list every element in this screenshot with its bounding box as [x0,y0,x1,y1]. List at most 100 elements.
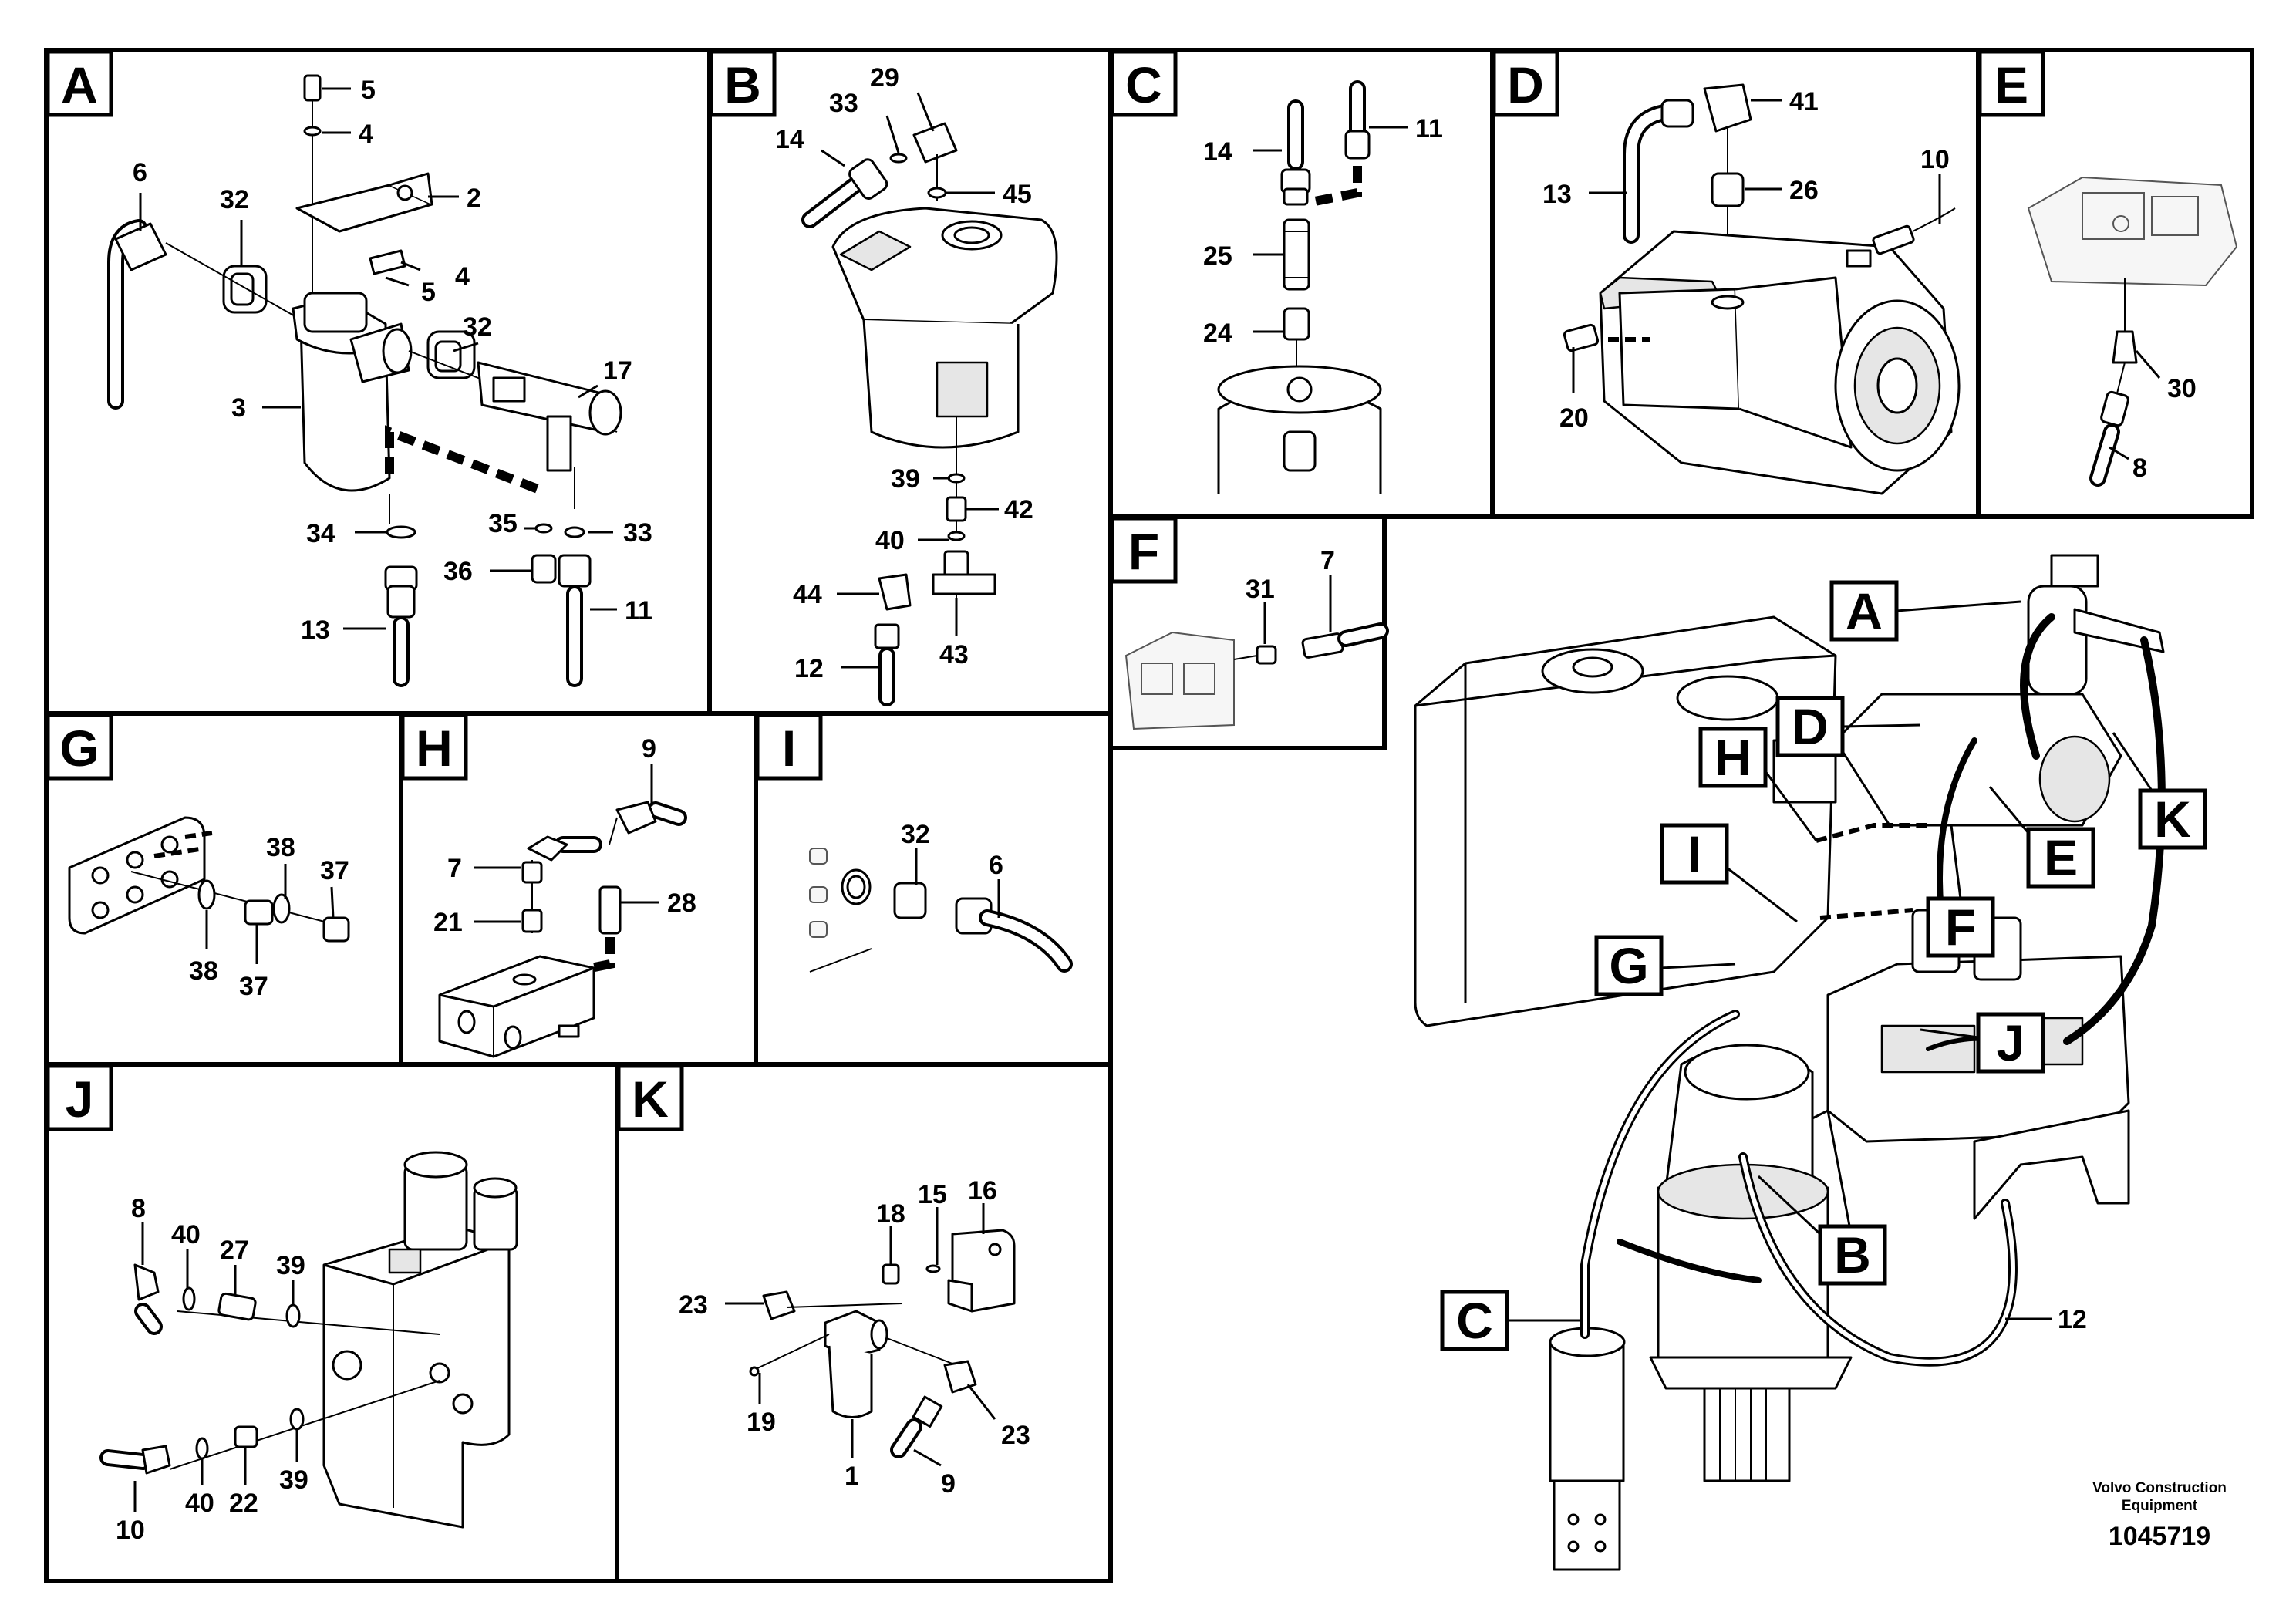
panel-k: K 18 15 16 23 19 [615,1062,1113,1583]
overview-label-j: J [1920,1012,2045,1074]
overview-label-i: I [1660,823,1798,923]
callout-a-4-top: 4 [359,120,373,149]
callout-k-9: 9 [941,1469,956,1499]
svg-text:H: H [1714,729,1752,786]
panel-a-letter: A [61,56,98,113]
panel-e: E 30 8 [1976,48,2254,519]
panel-f: F 31 7 [1108,514,1389,750]
panel-k-drawing [749,1229,1016,1458]
panel-c-letter: C [1125,56,1162,113]
callout-e-30: 30 [2167,374,2197,403]
panel-i-letter: I [782,720,796,777]
company-name-line1: Volvo Construction [2092,1480,2227,1496]
callout-a-13: 13 [301,615,330,645]
callout-b-33: 33 [829,89,858,118]
callout-g-38-bottom: 38 [189,956,218,986]
company-name-line2: Equipment [2122,1498,2198,1514]
callout-j-40-top: 40 [171,1220,201,1249]
overview-label-b: B [1757,1175,1887,1286]
callout-a-17: 17 [603,356,632,386]
svg-text:B: B [1834,1226,1871,1283]
panel-h-drawing [438,801,687,1058]
callout-i-32: 32 [901,820,930,849]
panel-j-letter: J [66,1071,94,1128]
callout-d-26: 26 [1789,176,1819,205]
overview-label-d: D [1775,696,1921,757]
callout-c-25: 25 [1203,241,1232,271]
svg-text:F: F [1945,899,1976,956]
callout-h-21: 21 [433,908,463,937]
overview-label-f: F [1926,824,1995,958]
panel-e-letter: E [1994,56,2028,113]
panel-a: A [44,48,712,716]
panel-k-letter: K [632,1071,669,1128]
callout-d-10: 10 [1920,145,1950,174]
svg-text:J: J [1997,1014,2025,1071]
panel-f-letter: F [1128,523,1159,580]
callout-g-38-top: 38 [266,833,295,862]
callout-k-16: 16 [968,1176,997,1206]
callout-d-41: 41 [1789,87,1819,116]
callout-a-33: 33 [623,518,652,548]
panel-c-drawing [1217,80,1382,494]
callout-b-43: 43 [939,640,969,669]
callout-k-18: 18 [876,1199,905,1229]
svg-text:C: C [1456,1292,1493,1349]
overview-label-g: G [1594,935,1736,996]
callout-k-23-left: 23 [679,1290,708,1320]
callout-b-39: 39 [891,464,920,494]
title-block: Volvo Construction Equipment 1045719 [2092,1480,2227,1551]
callout-j-22: 22 [229,1489,258,1518]
callout-d-20: 20 [1559,403,1589,433]
panel-e-drawing [2027,176,2238,487]
callout-h-7: 7 [447,854,462,883]
svg-text:D: D [1792,698,1829,755]
callout-a-2: 2 [467,184,481,213]
callout-b-12: 12 [794,654,824,683]
panel-g: G 38 37 38 37 [44,711,403,1067]
panel-d-drawing [1563,83,1961,495]
callout-j-39-top: 39 [276,1251,305,1280]
panel-g-drawing [68,816,350,943]
callout-k-23-right: 23 [1001,1421,1030,1450]
callout-b-29: 29 [870,63,899,93]
callout-k-1: 1 [845,1462,859,1491]
callout-a-32-left: 32 [220,185,249,214]
callout-j-10: 10 [116,1516,145,1545]
callout-j-8: 8 [131,1194,146,1223]
callout-c-11: 11 [1415,114,1443,143]
callout-b-14: 14 [775,125,804,154]
callout-e-8: 8 [2132,454,2147,483]
callout-a-34: 34 [306,519,335,548]
drawing-number: 1045719 [2109,1522,2210,1551]
callout-j-27: 27 [220,1236,249,1265]
callout-b-42: 42 [1004,495,1033,524]
svg-text:K: K [2154,791,2191,848]
panel-b: B [707,48,1113,716]
callout-a-11: 11 [625,596,652,626]
callout-b-40: 40 [875,526,905,555]
callout-h-9: 9 [642,734,656,764]
panel-d-letter: D [1507,56,1544,113]
callout-h-28: 28 [667,889,696,918]
overview-label-k: K [2112,732,2207,850]
callout-j-39-bottom: 39 [279,1465,308,1495]
panel-h: H 9 7 21 28 [399,711,758,1067]
callout-a-6: 6 [133,158,147,187]
callout-i-6: 6 [989,851,1003,880]
panel-d: D 41 26 13 [1490,48,1981,519]
panel-i-drawing [809,848,1073,973]
callout-g-37-top: 37 [320,856,349,885]
overview-label-a: A [1829,580,2021,642]
callout-g-37-bottom: 37 [239,972,268,1001]
panel-f-drawing [1124,622,1389,730]
svg-text:A: A [1846,582,1883,639]
callout-a-5-bottom: 5 [421,278,436,307]
callout-b-45: 45 [1003,180,1032,209]
callout-f-31: 31 [1246,575,1275,604]
svg-text:E: E [2044,829,2078,886]
overview-assembly: A D H I G E K [1414,554,2207,1571]
panel-g-letter: G [59,720,99,777]
callout-d-13: 13 [1542,180,1572,209]
